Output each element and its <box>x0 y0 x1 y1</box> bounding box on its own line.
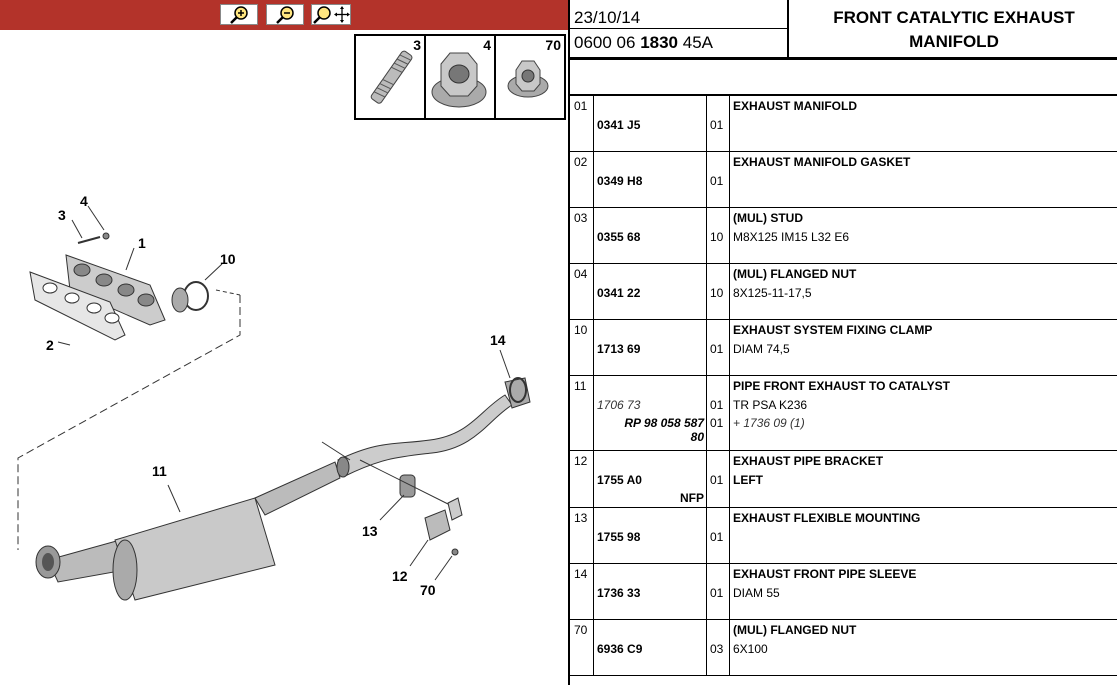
part-ref[interactable]: 0349 H8 <box>597 174 643 188</box>
thumbnail-number: 70 <box>545 37 561 53</box>
zoom-out-button[interactable] <box>266 4 304 25</box>
page-title: FRONT CATALYTIC EXHAUST MANIFOLD <box>833 8 1075 51</box>
catalog-code: 0600 06 1830 45A <box>574 33 713 52</box>
stud-drawing[interactable] <box>77 236 101 244</box>
stud-icon <box>370 50 413 104</box>
flanged-nut-icon <box>431 52 487 108</box>
diagram-toolbar <box>0 0 568 30</box>
thumbnail-small-nut[interactable]: 70 <box>496 36 564 118</box>
flexible-mounting-drawing[interactable] <box>359 459 451 506</box>
callout-70: 70 <box>420 582 436 598</box>
part-ref[interactable]: 0341 22 <box>597 286 641 300</box>
nfp-badge: NFP <box>680 491 704 505</box>
part-ref[interactable]: 6936 C9 <box>597 642 643 656</box>
table-row[interactable]: 01 0341 J5 01 EXHAUST MANIFOLD <box>570 96 1117 152</box>
callout-13: 13 <box>362 523 378 539</box>
parts-list-subheader <box>570 60 1117 96</box>
zoom-in-icon <box>230 6 248 24</box>
part-ref[interactable]: 1736 33 <box>597 586 641 600</box>
thumbnail-number: 3 <box>413 37 421 53</box>
nut-drawing[interactable] <box>102 232 110 240</box>
thumbnail-flanged-nut[interactable]: 4 <box>426 36 496 118</box>
fixing-clamp-drawing[interactable] <box>171 281 209 313</box>
part-ref[interactable]: 1755 98 <box>597 530 641 544</box>
part-ref[interactable]: 1706 73 <box>597 398 641 412</box>
thumbnail-stud[interactable]: 3 <box>356 36 426 118</box>
exhaust-pipe-sleeve-drawing[interactable] <box>504 377 531 409</box>
exploded-parts-diagram: 1 2 3 4 10 11 12 13 14 70 <box>17 193 531 601</box>
zoom-pan-button[interactable] <box>311 4 351 25</box>
callout-11: 11 <box>152 463 167 479</box>
thumbnail-number: 4 <box>483 37 491 53</box>
part-ref[interactable]: 1713 69 <box>597 342 641 356</box>
zoom-in-button[interactable] <box>220 4 258 25</box>
table-row[interactable]: 13 1755 98 01 EXHAUST FLEXIBLE MOUNTING <box>570 508 1117 564</box>
diagram-panel: 3 4 70 <box>0 0 568 601</box>
part-thumbnails: 3 4 70 <box>354 34 566 120</box>
callout-1: 1 <box>138 235 146 251</box>
part-ref[interactable]: 1755 A0 <box>597 473 642 487</box>
exhaust-pipe-bracket-drawing[interactable] <box>424 497 463 541</box>
parts-list-panel: 23/10/14 0600 06 1830 45A FRONT CATALYTI… <box>568 0 1117 685</box>
catalog-date: 23/10/14 <box>574 8 641 27</box>
parts-list-header: 23/10/14 0600 06 1830 45A FRONT CATALYTI… <box>570 0 1117 60</box>
callout-4: 4 <box>80 193 88 209</box>
callout-12: 12 <box>392 568 408 584</box>
callout-2: 2 <box>46 337 54 353</box>
callout-10: 10 <box>220 251 236 267</box>
part-ref[interactable]: 0355 68 <box>597 230 641 244</box>
zoom-out-icon <box>276 6 294 24</box>
parts-table: 01 0341 J5 01 EXHAUST MANIFOLD 02 0349 H… <box>570 96 1117 676</box>
part-ref[interactable]: 0341 J5 <box>597 118 641 132</box>
exhaust-manifold-drawing[interactable] <box>65 254 166 326</box>
exhaust-manifold-gasket-drawing[interactable] <box>29 271 126 341</box>
callout-3: 3 <box>58 207 66 223</box>
callout-14: 14 <box>490 332 506 348</box>
zoom-pan-icon <box>313 6 350 24</box>
nut-drawing[interactable] <box>451 548 459 556</box>
front-exhaust-pipe-drawing[interactable] <box>35 394 513 601</box>
table-row[interactable]: 02 0349 H8 01 EXHAUST MANIFOLD GASKET <box>570 152 1117 208</box>
table-row[interactable]: 10 1713 69 01 EXHAUST SYSTEM FIXING CLAM… <box>570 320 1117 376</box>
small-nut-icon <box>507 60 549 98</box>
